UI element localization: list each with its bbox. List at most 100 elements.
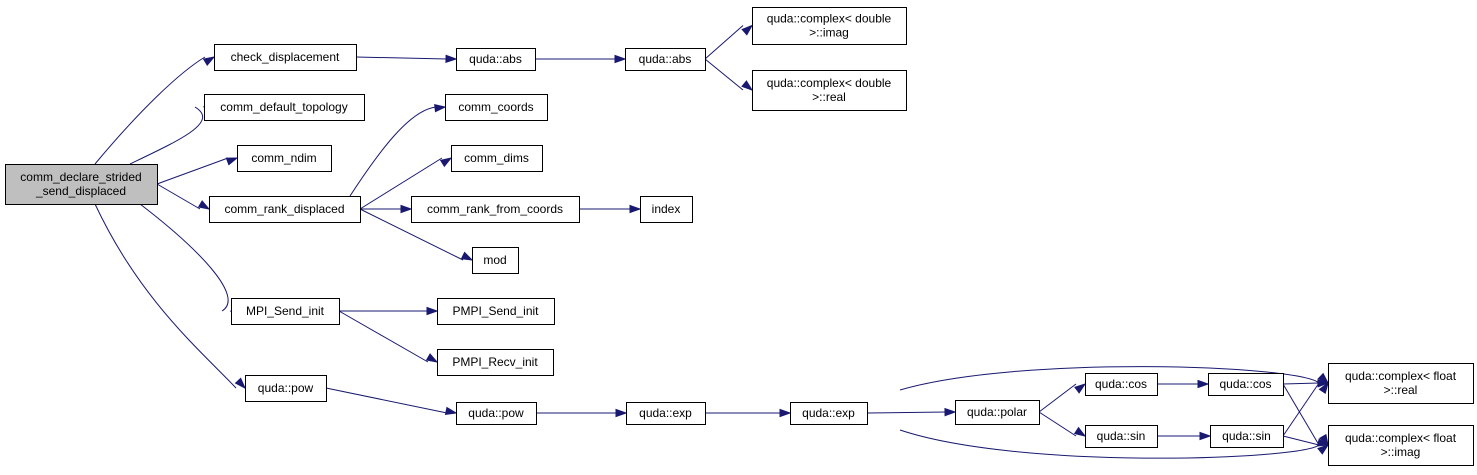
edge-line (1282, 383, 1320, 446)
node-quda-complex-float-imag[interactable]: quda::complex< float >::imag (1328, 425, 1474, 466)
node-label: quda::polar (967, 405, 1027, 419)
arrowhead-icon (1316, 438, 1330, 447)
node-label: >::real (812, 90, 846, 104)
node-pmpi-recv-init[interactable]: PMPI_Recv_init (437, 349, 554, 376)
node-box (752, 70, 907, 111)
edge-line (899, 429, 1320, 459)
node-box (437, 349, 554, 376)
edge-line (866, 411, 947, 414)
edge-line (349, 106, 437, 197)
node-label: quda::abs (469, 52, 522, 66)
node-comm-coords[interactable]: comm_coords (445, 94, 548, 121)
edge-line (139, 203, 229, 312)
node-comm-rank-from-coords[interactable]: comm_rank_from_coords (411, 196, 580, 223)
node-box (231, 298, 340, 325)
edge-quda-pow-2-to-quda-exp-1 (536, 408, 628, 418)
node-label: quda::sin (1222, 429, 1271, 443)
node-quda-sin-1[interactable]: quda::sin (1085, 425, 1158, 448)
node-comm-dims[interactable]: comm_dims (451, 145, 543, 172)
edge-quda-cos-2-to-quda-complex-float-imag (1282, 383, 1329, 447)
node-label: quda::abs (639, 52, 692, 66)
node-label: comm_ndim (251, 151, 316, 165)
arrowhead-icon (197, 200, 211, 210)
node-comm-default-topology[interactable]: comm_default_topology (204, 94, 365, 121)
node-box (790, 402, 868, 425)
edge-line (129, 106, 203, 165)
node-box (237, 145, 332, 172)
arrowhead-icon (614, 54, 627, 64)
node-label: index (652, 202, 681, 216)
node-index[interactable]: index (640, 196, 693, 223)
edge-check-displacement-to-quda-abs-1 (355, 54, 458, 63)
node-quda-abs-2[interactable]: quda::abs (625, 48, 706, 71)
node-quda-sin-2[interactable]: quda::sin (1210, 425, 1284, 448)
node-comm-rank-displaced[interactable]: comm_rank_displaced (209, 196, 361, 223)
node-label: >::real (1384, 383, 1418, 397)
node-quda-cos-1[interactable]: quda::cos (1085, 373, 1158, 396)
arrowhead-icon (400, 204, 413, 214)
edge-comm-rank-displaced-to-mod (359, 208, 474, 261)
node-box (214, 44, 357, 71)
node-mod[interactable]: mod (472, 247, 519, 274)
node-pmpi-send-init[interactable]: PMPI_Send_init (437, 298, 555, 325)
arrowhead-icon (741, 24, 754, 36)
node-box (445, 94, 548, 121)
node-comm-declare-strided-send-displaced[interactable]: comm_declare_strided_send_displaced (5, 164, 158, 205)
node-comm-ndim[interactable]: comm_ndim (237, 145, 332, 172)
edge-comm-declare-strided-send-displaced-to-check-displacement (94, 56, 216, 165)
edge-mpi-send-init-to-pmpi-send-init (339, 306, 439, 316)
edge-line (704, 25, 744, 60)
edge-line (94, 56, 206, 165)
node-quda-pow-2[interactable]: quda::pow (456, 402, 537, 425)
edge-line (94, 203, 237, 389)
edge-line (359, 157, 443, 210)
edge-comm-rank-from-coords-to-index (579, 204, 642, 214)
node-box (955, 400, 1040, 425)
edge-line (355, 56, 448, 60)
node-quda-polar[interactable]: quda::polar (955, 400, 1040, 425)
node-label: quda::complex< double (767, 76, 892, 90)
edge-quda-polar-to-quda-cos-1 (1038, 383, 1087, 413)
node-box (456, 48, 536, 71)
node-check-displacement[interactable]: check_displacement (214, 44, 357, 71)
arrowhead-icon (741, 80, 754, 91)
node-mpi-send-init[interactable]: MPI_Send_init (231, 298, 340, 325)
edge-line (1282, 382, 1320, 437)
node-label: PMPI_Send_init (452, 304, 539, 318)
node-label: comm_dims (464, 151, 529, 165)
node-label: PMPI_Recv_init (452, 355, 538, 369)
arrowhead-icon (1197, 379, 1210, 389)
node-box (456, 402, 537, 425)
edge-quda-sin-1-to-quda-sin-2 (1157, 431, 1212, 441)
arrowhead-icon (1319, 433, 1329, 447)
arrowhead-icon (944, 407, 957, 417)
arrowhead-icon (444, 406, 458, 415)
edge-quda-abs-1-to-quda-abs-2 (535, 54, 627, 64)
node-quda-exp-1[interactable]: quda::exp (626, 402, 706, 425)
node-label: quda::pow (258, 381, 314, 395)
node-box (209, 196, 361, 223)
arrowhead-icon (1199, 431, 1212, 441)
edge-line (156, 157, 229, 185)
node-quda-complex-double-imag[interactable]: quda::complex< double >::imag (752, 7, 907, 45)
node-quda-pow-1[interactable]: quda::pow (245, 375, 327, 402)
arrowhead-icon (460, 251, 474, 261)
arrowhead-icon (1317, 372, 1330, 385)
node-box (1328, 425, 1474, 466)
node-quda-cos-2[interactable]: quda::cos (1208, 373, 1284, 396)
node-box (625, 48, 706, 71)
node-quda-complex-float-real[interactable]: quda::complex< float >::real (1328, 363, 1474, 404)
node-label: quda::pow (468, 406, 524, 420)
node-quda-abs-1[interactable]: quda::abs (456, 48, 536, 71)
arrowhead-icon (1317, 444, 1330, 455)
edge-quda-cos-2-to-quda-complex-float-real (1282, 379, 1330, 388)
node-box (411, 196, 580, 223)
edge-quda-abs-2-to-quda-complex-double-real (704, 58, 754, 91)
arrowhead-icon (1318, 381, 1329, 395)
node-quda-complex-double-real[interactable]: quda::complex< double >::real (752, 70, 907, 111)
node-quda-exp-2[interactable]: quda::exp (790, 402, 868, 425)
edge-quda-exp-1-to-quda-exp-2 (705, 408, 792, 418)
node-box (437, 298, 555, 325)
nodes-layer: comm_declare_strided_send_displaced check… (5, 7, 1474, 466)
